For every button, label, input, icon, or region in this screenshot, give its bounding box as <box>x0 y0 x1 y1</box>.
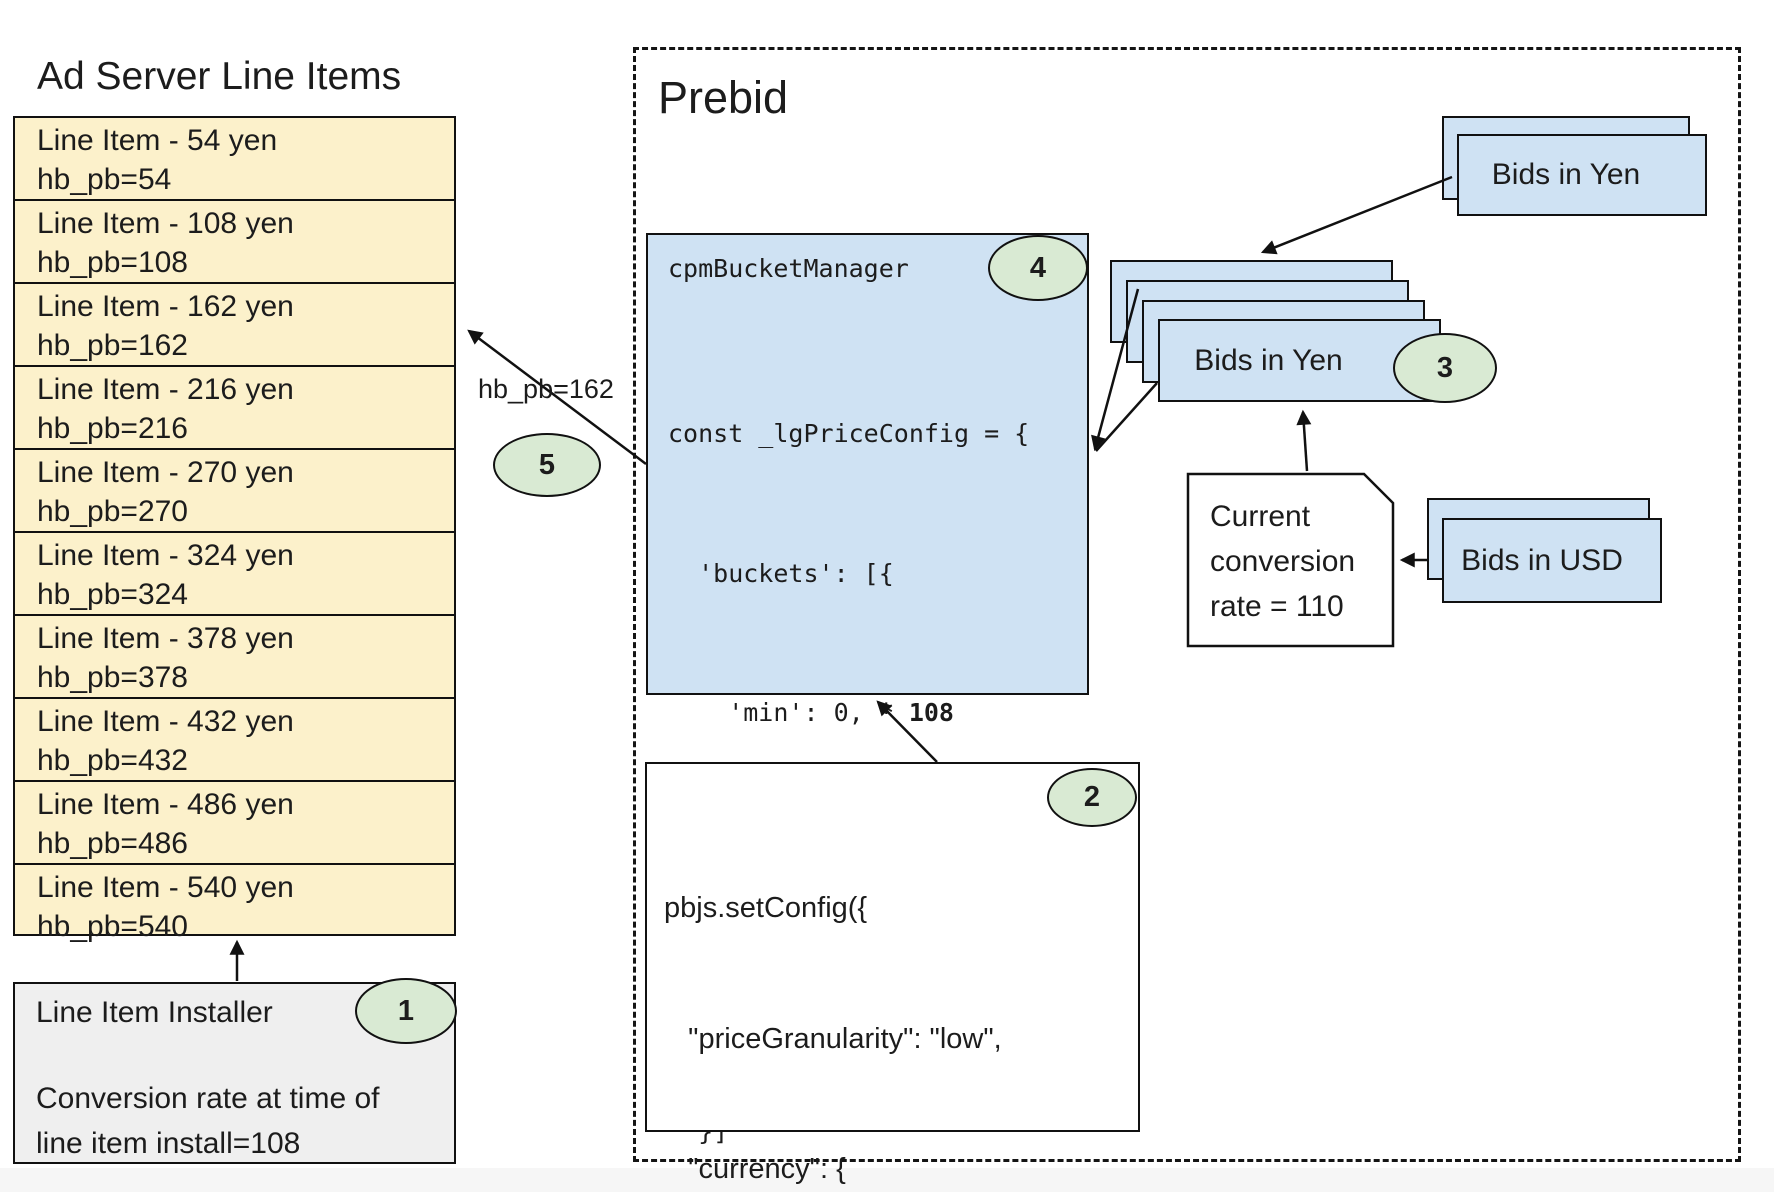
installer-note-line2: line item install=108 <box>36 1127 301 1160</box>
line-item-label: Line Item - 432 yen <box>37 705 294 738</box>
line-item-hbpb: hb_pb=54 <box>37 163 172 196</box>
step-badge-5: 5 <box>493 433 601 497</box>
cpm-bucket-manager-box <box>646 233 1089 695</box>
line-item-label: Line Item - 486 yen <box>37 788 294 821</box>
setconfig-box <box>645 762 1140 1132</box>
step-badge-3: 3 <box>1393 333 1497 403</box>
line-item-label: Line Item - 108 yen <box>37 207 294 240</box>
line-item-label: Line Item - 324 yen <box>37 539 294 572</box>
bids-in-yen-source-card: Bids in Yen <box>1457 134 1707 216</box>
code-line: 'min': 0, * 108 <box>668 698 954 727</box>
installer-title: Line Item Installer <box>36 996 273 1029</box>
line-item-row: Line Item - 162 yen hb_pb=162 <box>15 284 454 367</box>
line-item-hbpb: hb_pb=270 <box>37 495 188 528</box>
line-item-label: Line Item - 162 yen <box>37 290 294 323</box>
line-item-row: Line Item - 378 yen hb_pb=378 <box>15 616 454 699</box>
line-item-hbpb: hb_pb=216 <box>37 412 188 445</box>
line-item-label: Line Item - 540 yen <box>37 871 294 904</box>
ad-server-title: Ad Server Line Items <box>37 55 402 98</box>
conversion-note-line2: conversion <box>1210 545 1356 578</box>
step-badge-2: 2 <box>1047 768 1137 827</box>
step-badge-4: 4 <box>988 235 1088 301</box>
page-background-strip <box>0 1168 1774 1192</box>
conversion-note-text: Current conversion rate = 110 <box>1210 494 1355 629</box>
installer-note: Conversion rate at time of line item ins… <box>36 1076 380 1166</box>
conversion-note-line3: rate = 110 <box>1210 590 1344 623</box>
hbpb-arrow-label: hb_pb=162 <box>478 374 614 404</box>
code-line: 'buckets': [{ <box>668 558 894 588</box>
line-item-row: Line Item - 324 yen hb_pb=324 <box>15 533 454 616</box>
line-item-hbpb: hb_pb=540 <box>37 910 188 943</box>
bids-in-yen-stack-label: Bids in Yen <box>1194 343 1343 377</box>
line-item-row: Line Item - 486 yen hb_pb=486 <box>15 782 454 865</box>
installer-note-line1: Conversion rate at time of <box>36 1082 380 1115</box>
line-item-row: Line Item - 540 yen hb_pb=540 <box>15 865 454 946</box>
line-item-hbpb: hb_pb=378 <box>37 661 188 694</box>
line-item-row: Line Item - 108 yen hb_pb=108 <box>15 201 454 284</box>
line-item-label: Line Item - 270 yen <box>37 456 294 489</box>
conversion-note-line1: Current <box>1210 500 1311 533</box>
setconfig-code: pbjs.setConfig({ "priceGranularity": "lo… <box>664 800 1066 1192</box>
bids-in-yen-source-label: Bids in Yen <box>1491 158 1641 191</box>
line-item-row: Line Item - 432 yen hb_pb=432 <box>15 699 454 782</box>
code-line: pbjs.setConfig({ <box>664 892 868 924</box>
line-items-table: Line Item - 54 yen hb_pb=54 Line Item - … <box>13 116 456 943</box>
step-badge-1: 1 <box>355 978 457 1044</box>
bids-in-usd-card: Bids in USD <box>1442 518 1662 603</box>
line-item-row: Line Item - 216 yen hb_pb=216 <box>15 367 454 450</box>
line-item-label: Line Item - 378 yen <box>37 622 294 655</box>
line-item-label: Line Item - 216 yen <box>37 373 294 406</box>
line-item-hbpb: hb_pb=162 <box>37 329 188 362</box>
code-line: "priceGranularity": "low", <box>664 1022 1002 1055</box>
line-item-hbpb: hb_pb=432 <box>37 744 188 777</box>
line-item-hbpb: hb_pb=324 <box>37 578 188 611</box>
cpm-bucket-manager-label: cpmBucketManager <box>668 254 909 283</box>
code-line: const _lgPriceConfig = { <box>668 419 1030 448</box>
prebid-container <box>633 47 1741 1162</box>
line-item-hbpb: hb_pb=486 <box>37 827 188 860</box>
bids-in-usd-label: Bids in USD <box>1461 543 1623 577</box>
code-line: "currency": { <box>664 1153 846 1185</box>
line-item-label: Line Item - 54 yen <box>37 124 278 157</box>
line-item-row: Line Item - 54 yen hb_pb=54 <box>15 118 454 201</box>
prebid-title: Prebid <box>658 72 789 123</box>
line-item-row: Line Item - 270 yen hb_pb=270 <box>15 450 454 533</box>
line-item-hbpb: hb_pb=108 <box>37 246 188 279</box>
